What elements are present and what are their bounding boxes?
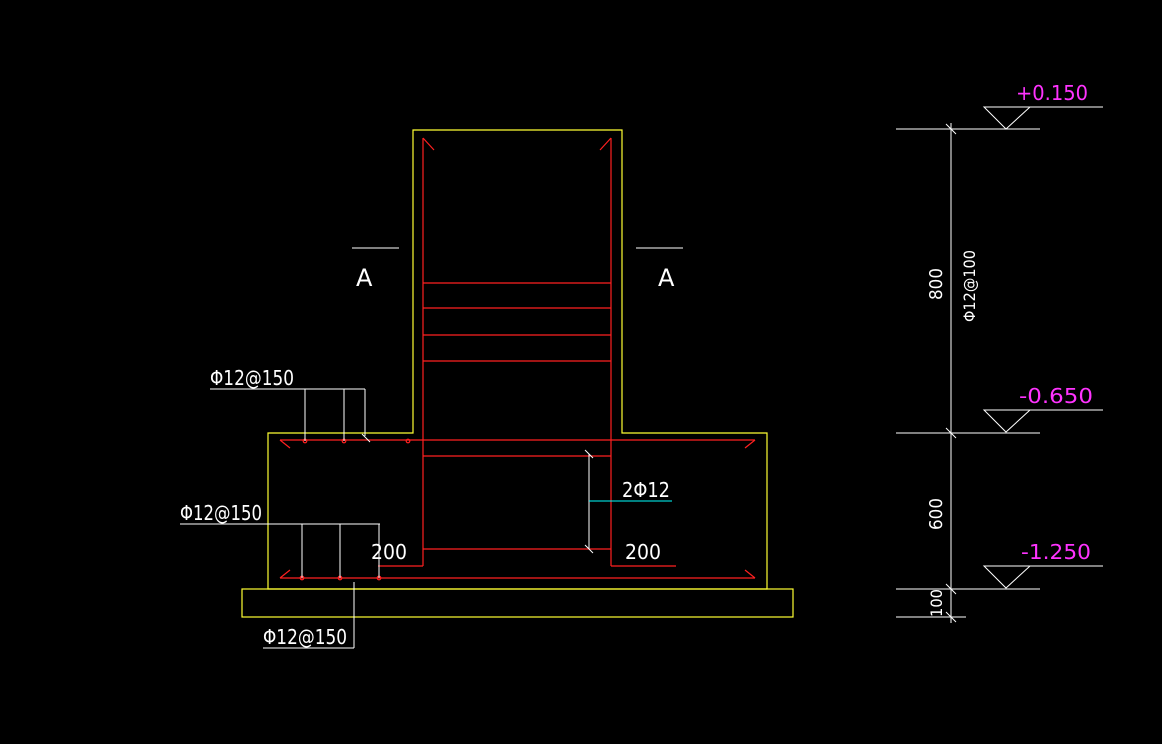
hook-footing-tr: [744, 439, 756, 449]
rebar-label-top: Φ12@150: [210, 366, 294, 390]
tick: [584, 544, 594, 554]
annotation-texts: A A Φ12@150 Φ12@150 Φ12@150 2Φ12 200 200…: [180, 81, 1093, 649]
hook-top-right: [599, 137, 612, 151]
dim-800: 800: [926, 268, 947, 300]
rebar-group: [279, 137, 756, 581]
elevation-marker-top: [982, 106, 1032, 130]
rebar-label-mid: Φ12@150: [180, 501, 262, 525]
dim-600: 600: [926, 498, 947, 530]
stirrup-spacing-label: Φ12@100: [960, 250, 979, 322]
elevation-text-top: +0.150: [1016, 81, 1088, 105]
tick: [945, 427, 957, 439]
dim-200-right: 200: [625, 540, 661, 564]
elevation-marker-bottom: [982, 565, 1032, 589]
hook-footing-br: [744, 569, 756, 579]
hook-footing-tl: [279, 439, 291, 449]
tick: [945, 583, 957, 595]
section-mark-right: A: [658, 264, 675, 292]
section-mark-left: A: [356, 264, 373, 292]
rebar-dot: [405, 438, 411, 444]
rebar-label-column: 2Φ12: [622, 478, 670, 502]
dim-100: 100: [927, 589, 946, 617]
tick: [945, 611, 957, 623]
bedding-layer: [241, 588, 794, 618]
elevation-marker-mid: [982, 409, 1032, 433]
dim-200-left: 200: [371, 540, 407, 564]
hook-footing-bl: [279, 569, 291, 579]
tick: [584, 449, 594, 459]
elevation-text-mid: -0.650: [1019, 384, 1093, 408]
tick: [945, 123, 957, 135]
rebar-label-bottom: Φ12@150: [263, 625, 347, 649]
hook-top-left: [422, 137, 435, 151]
elevation-text-bottom: -1.250: [1021, 540, 1091, 564]
dimension-lines: [180, 106, 1103, 649]
leader-top-tick: [361, 433, 371, 443]
